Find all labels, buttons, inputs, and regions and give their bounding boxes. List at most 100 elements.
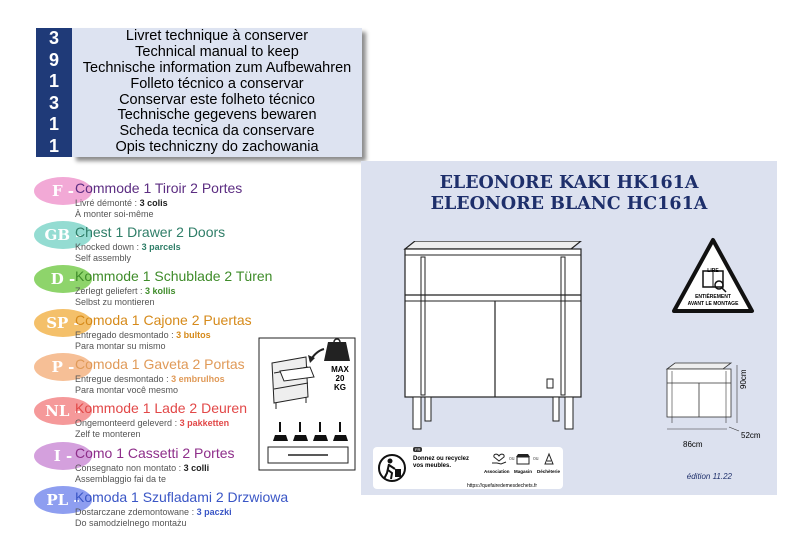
dimension-depth: 52cm xyxy=(741,431,761,440)
drawer-weight-illustration xyxy=(258,337,356,471)
delivery-label: Zerlegt geliefert : xyxy=(75,286,143,296)
read-manual-warning-icon xyxy=(672,238,754,313)
code-digit: 1 xyxy=(48,71,59,92)
language-badge: NL - xyxy=(34,397,92,425)
delivery-info: Knocked down : 3 parcels xyxy=(75,242,181,252)
manual-title-line: Technische gegevens bewaren xyxy=(117,107,317,124)
product-name: Comoda 1 Cajone 2 Puertas xyxy=(75,312,252,328)
assembly-info: Para montar você mesmo xyxy=(75,385,179,395)
product-name: Komoda 1 Szufladami 2 Drzwiowa xyxy=(75,489,289,505)
model-name-kaki: ELEONORE KAKI HK161A xyxy=(439,173,699,193)
manual-title-line: Conservar este folheto técnico xyxy=(119,91,315,108)
recycle-text: Donnez ou recyclez vos meubles. xyxy=(413,456,469,470)
label-association: Association xyxy=(484,469,510,474)
dimension-height: 90cm xyxy=(739,369,748,389)
assembly-info: Assemblaggio fai da te xyxy=(75,474,167,484)
manual-title-line: Folleto técnico a conservar xyxy=(130,75,304,92)
code-digit: 1 xyxy=(48,114,59,135)
max-text: MAX xyxy=(331,365,349,374)
delivery-label: Livré démonté : xyxy=(75,198,138,208)
product-name: Kommode 1 Lade 2 Deuren xyxy=(75,400,247,416)
delivery-info: Ongemonteerd geleverd : 3 pakketten xyxy=(75,418,229,428)
max-weight-label: MAX 20 KG xyxy=(320,365,360,392)
code-digit: 9 xyxy=(48,49,59,70)
delivery-info: Dostarczane zdemontowane : 3 paczki xyxy=(75,507,232,517)
parcel-count: 3 pakketten xyxy=(179,418,230,428)
dimension-width: 86cm xyxy=(683,440,703,449)
product-name: Como 1 Cassetti 2 Portes xyxy=(75,445,235,461)
or-1: ou xyxy=(509,456,515,462)
parcel-count: 3 parcels xyxy=(141,242,181,252)
manual-title-line: Technical manual to keep xyxy=(135,44,299,61)
max-unit: KG xyxy=(334,383,346,392)
code-digit: 3 xyxy=(48,28,59,49)
delivery-label: Entregue desmontado : xyxy=(75,374,169,384)
fr-badge: FR xyxy=(413,447,423,452)
assembly-info: Para montar su mismo xyxy=(75,341,166,351)
language-badge: I - xyxy=(34,442,92,470)
recycle-text-line2: vos meubles. xyxy=(413,463,452,469)
edition: édition 11.22 xyxy=(686,472,732,481)
code-digit: 1 xyxy=(48,135,59,156)
model-name-blanc: ELEONORE BLANC HC161A xyxy=(430,194,708,214)
language-badge: SP - xyxy=(34,309,92,337)
assembly-info: Zelf te monteren xyxy=(75,429,141,439)
dimensions-diagram xyxy=(665,362,740,432)
recycle-text-line1: Donnez ou recyclez xyxy=(413,456,470,462)
assembly-info: Do samodzielnego montażu xyxy=(75,518,187,528)
delivery-label: Knocked down : xyxy=(75,242,140,252)
code-digit: 3 xyxy=(48,92,59,113)
product-name: Commode 1 Tiroir 2 Portes xyxy=(75,180,243,196)
recycle-url: https://quefairedemesdechets.fr xyxy=(467,483,538,489)
delivery-info: Entregue desmontado : 3 embrulhos xyxy=(75,374,225,384)
parcel-count: 3 paczki xyxy=(196,507,232,517)
delivery-label: Ongemonteerd geleverd : xyxy=(75,418,178,428)
language-badge: GB - xyxy=(34,221,92,249)
manual-title-line: Opis techniczny do zachowania xyxy=(115,138,319,155)
assembly-info: Self assembly xyxy=(75,253,132,263)
language-badge: PL - xyxy=(34,486,92,514)
delivery-label: Dostarczane zdemontowane : xyxy=(75,507,195,517)
label-store: Magasin xyxy=(514,469,533,474)
product-name: Chest 1 Drawer 2 Doors xyxy=(75,224,226,240)
manual-title-line: Livret technique à conserver xyxy=(125,28,309,45)
chest-illustration xyxy=(403,241,582,430)
recycle-notice: FR Donnez ou recyclez vos meubles. ou ou… xyxy=(373,447,563,489)
parcel-count: 3 kollis xyxy=(145,286,176,296)
assembly-info: Selbst zu montieren xyxy=(75,297,155,307)
parcel-count: 3 embrulhos xyxy=(171,374,225,384)
parcel-count: 3 bultos xyxy=(176,330,211,340)
warning-entirely: ENTIÈREMENT xyxy=(695,294,731,300)
label-waste-center: Déchèterie xyxy=(537,469,561,474)
language-badge: F - xyxy=(34,177,92,205)
hand-heart-icon xyxy=(492,453,507,465)
delivery-info: Consegnato non montato : 3 colli xyxy=(75,463,209,473)
recycle-person-icon xyxy=(378,454,406,482)
product-panel: ELEONORE KAKI HK161A ELEONORE BLANC HC16… xyxy=(361,161,777,495)
manual-title-line: Scheda tecnica da conservare xyxy=(119,123,315,140)
parcel-count: 3 colli xyxy=(183,463,210,473)
delivery-label: Entregado desmontado : xyxy=(75,330,174,340)
assembly-info: À monter soi-même xyxy=(75,209,154,219)
manual-title-line: Technische information zum Aufbewahren xyxy=(82,59,352,76)
language-badge: D - xyxy=(34,265,92,293)
language-badge: P - xyxy=(34,353,92,381)
delivery-info: Zerlegt geliefert : 3 kollis xyxy=(75,286,176,296)
delivery-label: Consegnato non montato : xyxy=(75,463,182,473)
waste-center-icon xyxy=(544,452,554,465)
delivery-info: Entregado desmontado : 3 bultos xyxy=(75,330,211,340)
parcel-count: 3 colis xyxy=(139,198,168,208)
warning-read: LIRE xyxy=(707,268,719,274)
or-2: ou xyxy=(533,456,539,462)
product-name: Kommode 1 Schublade 2 Türen xyxy=(75,268,273,284)
product-name: Comoda 1 Gaveta 2 Portas xyxy=(75,356,245,372)
